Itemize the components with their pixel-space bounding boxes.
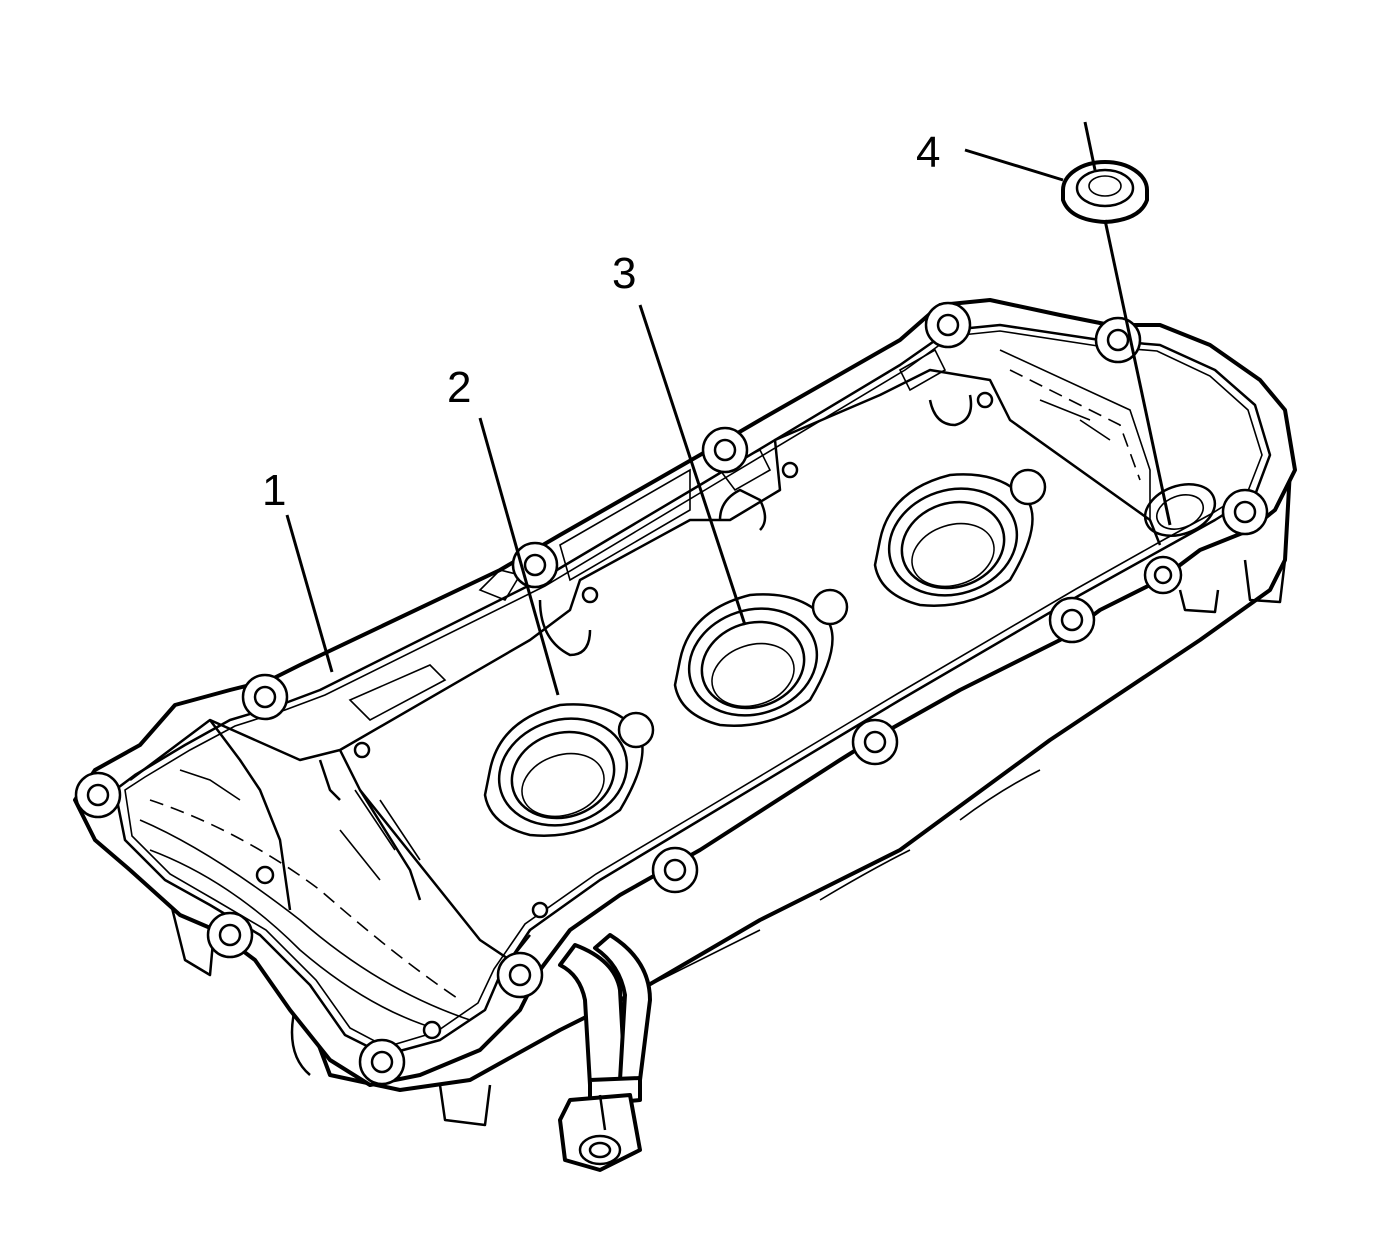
leader-line-4-upper: [1083, 121, 1097, 171]
bolt-hole: [1143, 555, 1183, 595]
tube-seal-front: [483, 703, 655, 837]
tube-seal-middle: [673, 588, 849, 727]
leader-line-2: [478, 417, 560, 696]
bolt-hole: [1221, 488, 1269, 536]
callout-4: 4: [916, 128, 940, 177]
bolt-hole: [496, 951, 544, 999]
bolt-hole: [358, 1038, 406, 1086]
leader-lines: [285, 121, 1172, 696]
bolt-hole: [511, 541, 559, 589]
tube-seal-rear: [873, 468, 1047, 607]
bolt-hole: [701, 426, 749, 474]
bolt-hole: [1048, 596, 1096, 644]
bolt-hole: [651, 846, 699, 894]
pcv-hose: [558, 933, 652, 1172]
leader-line-4-lower: [1103, 219, 1172, 526]
bolt-hole: [206, 911, 254, 959]
leader-line-4: [964, 148, 1064, 182]
callout-labels: 1 2 3 4: [262, 128, 940, 515]
bolt-hole: [74, 771, 122, 819]
leader-line-3: [638, 304, 747, 626]
spark-plug-tube-seals: [483, 468, 1047, 837]
bolt-holes: [74, 301, 1269, 1086]
bolt-hole: [851, 718, 899, 766]
callout-2: 2: [447, 363, 471, 412]
bolt-hole: [924, 301, 972, 349]
callout-1: 1: [262, 466, 286, 515]
callout-3: 3: [612, 249, 636, 298]
seal-bore: [1143, 483, 1217, 537]
loose-seal: [1061, 160, 1149, 224]
leader-line-1: [285, 514, 334, 673]
bolt-hole: [241, 673, 289, 721]
